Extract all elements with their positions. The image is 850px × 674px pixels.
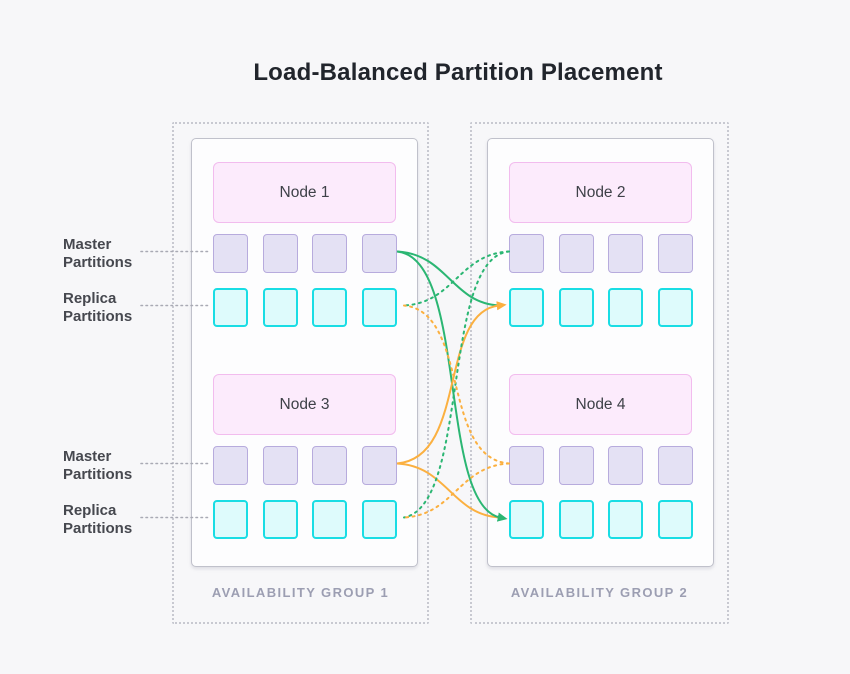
node-3-box: Node 3 [213,374,396,435]
replica-partition-square [213,288,248,327]
replica-partition-square [657,500,693,539]
replica-partition-square [509,288,544,327]
node-4-box: Node 4 [509,374,692,435]
node-1-replica-row [213,288,397,327]
availability-group-2: Node 2 Node 4 [470,122,729,624]
master-partition-square [608,446,644,485]
replica-partition-square [558,500,594,539]
replica-partition-square [361,500,397,539]
replica-partition-square [262,288,298,327]
master-partition-square [262,446,298,485]
label-master-partitions-bottom: Master Partitions [63,448,133,483]
replica-partition-square [312,500,348,539]
replica-partition-square [262,500,298,539]
master-partition-square [361,234,397,273]
replica-partition-square [509,500,544,539]
availability-group-1-label: AVAILABILITY GROUP 1 [211,585,390,600]
label-replica-partitions-top: Replica Partitions [63,290,133,325]
master-partition-square [558,234,594,273]
label-master-partitions-top: Master Partitions [63,236,133,271]
node-1-master-row [213,234,397,273]
node-3-replica-row [213,500,397,539]
node-2-box: Node 2 [509,162,692,223]
master-partition-square [608,234,644,273]
label-replica-partitions-bottom: Replica Partitions [63,502,133,537]
node-4-master-row [509,446,693,485]
replica-partition-square [213,500,248,539]
master-partition-square [213,446,248,485]
node-2-master-row [509,234,693,273]
availability-group-1: Node 1 Node 3 [172,122,429,624]
node-2-replica-row [509,288,693,327]
node-2-label: Node 2 [575,183,626,201]
replica-partition-square [558,288,594,327]
master-partition-square [657,234,693,273]
node-1-box: Node 1 [213,162,396,223]
replica-partition-square [608,288,644,327]
master-partition-square [657,446,693,485]
node-1-label: Node 1 [279,183,330,201]
node-4-replica-row [509,500,693,539]
master-partition-square [509,234,544,273]
node-3-master-row [213,446,397,485]
master-partition-square [509,446,544,485]
master-partition-square [312,446,348,485]
master-partition-square [262,234,298,273]
master-partition-square [361,446,397,485]
node-3-label: Node 3 [279,395,330,413]
availability-group-2-label: AVAILABILITY GROUP 2 [510,585,689,600]
master-partition-square [558,446,594,485]
node-panel-right: Node 2 Node 4 [487,138,714,567]
master-partition-square [213,234,248,273]
node-panel-left: Node 1 Node 3 [191,138,418,567]
diagram-title: Load-Balanced Partition Placement [253,59,663,86]
node-4-label: Node 4 [575,395,626,413]
replica-partition-square [657,288,693,327]
master-partition-square [312,234,348,273]
replica-partition-square [608,500,644,539]
replica-partition-square [361,288,397,327]
replica-partition-square [312,288,348,327]
